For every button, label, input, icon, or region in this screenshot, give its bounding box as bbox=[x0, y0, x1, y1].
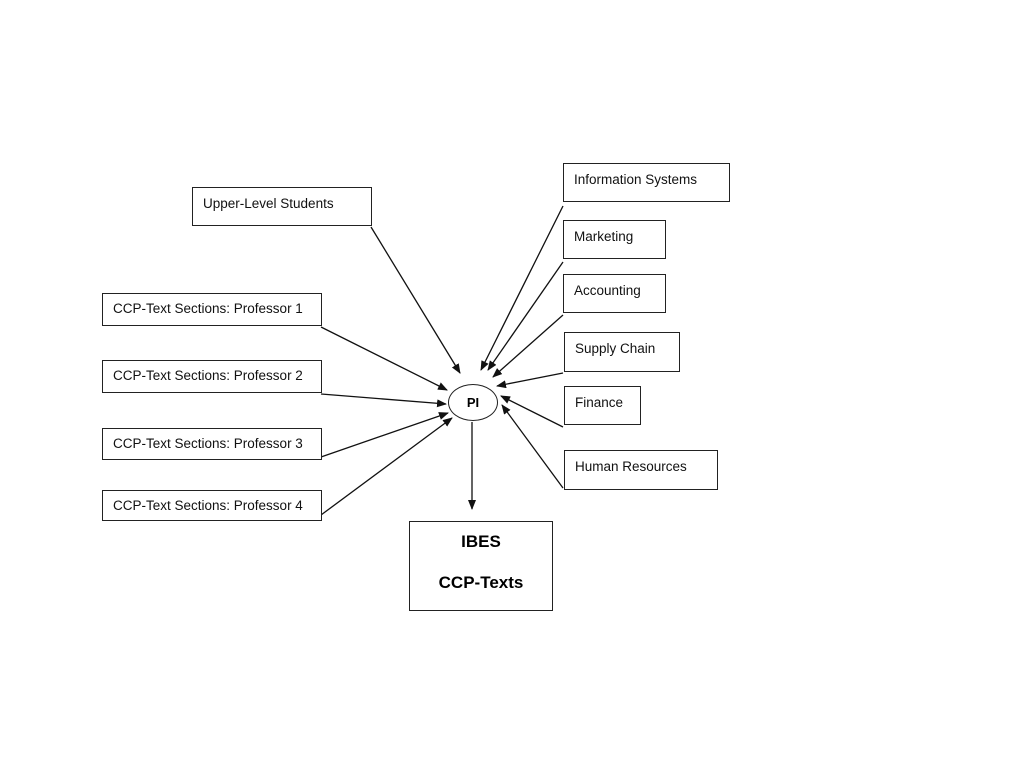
node-professor-4: CCP-Text Sections: Professor 4 bbox=[102, 490, 322, 521]
output-line-2: CCP-Texts bbox=[438, 573, 524, 592]
node-information-systems: Information Systems bbox=[563, 163, 730, 202]
arrow-finance bbox=[500, 395, 564, 428]
node-upper-level-students: Upper-Level Students bbox=[192, 187, 372, 226]
arrow-accounting bbox=[492, 314, 564, 378]
arrow-human-resources bbox=[501, 404, 564, 489]
arrow-information-systems bbox=[480, 205, 564, 371]
node-professor-2: CCP-Text Sections: Professor 2 bbox=[102, 360, 322, 393]
node-human-resources: Human Resources bbox=[564, 450, 718, 490]
arrow-professor-4 bbox=[320, 417, 453, 516]
node-finance: Finance bbox=[564, 386, 641, 425]
node-professor-1: CCP-Text Sections: Professor 1 bbox=[102, 293, 322, 326]
arrow-marketing bbox=[487, 261, 564, 371]
output-node-ibes: IBES CCP-Texts bbox=[409, 521, 553, 611]
arrow-upper-level bbox=[370, 226, 461, 374]
arrow-professor-2 bbox=[320, 393, 447, 408]
arrow-professor-1 bbox=[320, 326, 448, 391]
center-node-pi: PI bbox=[448, 384, 498, 421]
output-line-1: IBES bbox=[461, 532, 501, 551]
node-accounting: Accounting bbox=[563, 274, 666, 313]
arrow-supply-chain bbox=[496, 372, 564, 389]
node-supply-chain: Supply Chain bbox=[564, 332, 680, 372]
node-professor-3: CCP-Text Sections: Professor 3 bbox=[102, 428, 322, 460]
center-label: PI bbox=[466, 395, 480, 410]
node-marketing: Marketing bbox=[563, 220, 666, 259]
arrow-professor-3 bbox=[320, 412, 449, 458]
